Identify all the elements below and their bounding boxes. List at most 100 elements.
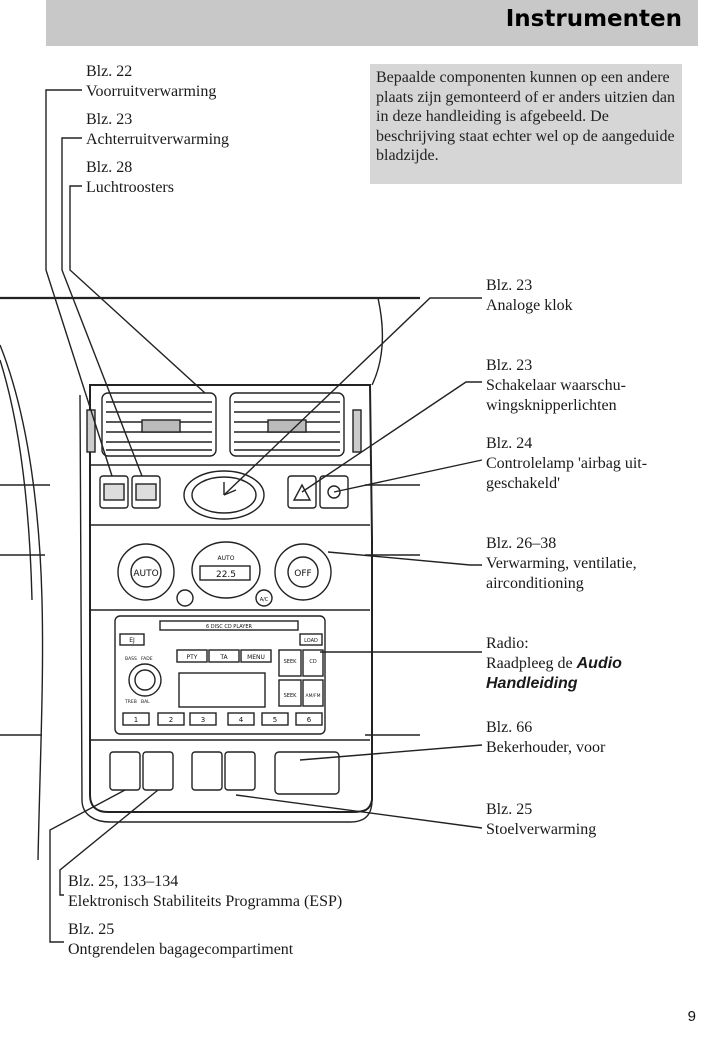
label-esp: Blz. 25, 133–134 Elektronisch Stabilitei… <box>68 872 342 912</box>
label-ref: Blz. 22 <box>86 63 133 80</box>
recirculation-button <box>176 589 194 607</box>
label-ref: Blz. 66 <box>486 719 533 736</box>
radio-button-label: AM/FM <box>306 693 321 699</box>
climate-knob-left-center <box>130 556 162 588</box>
radio-button-label: TREB <box>124 699 137 705</box>
airbag-lamp <box>319 475 349 509</box>
analog-clock <box>183 470 265 520</box>
cup-holder <box>274 751 340 795</box>
climate-display-temp: 22.5 <box>216 570 236 580</box>
label-text: Raadpleeg de <box>486 655 573 672</box>
radio-button-load <box>299 633 323 646</box>
radio-button-label: BASS <box>125 656 137 662</box>
leader-lines <box>45 89 483 943</box>
radio-volume-knob <box>128 663 162 697</box>
label-radio: Radio: Raadpleeg de Audio Handleiding <box>486 634 622 694</box>
radio-button-label: SEEK <box>284 693 297 699</box>
dashboard-outline <box>0 296 420 861</box>
preset-button-1 <box>122 712 150 726</box>
climate-display-window <box>199 565 251 581</box>
climate-knob-right-label: OFF <box>294 569 311 579</box>
label-ref: Blz. 23 <box>86 111 133 128</box>
radio-button-label: LOAD <box>304 638 318 644</box>
radio-button-label: CD <box>309 659 316 665</box>
air-vent-right <box>229 392 345 457</box>
preset-label: 4 <box>239 716 244 724</box>
preset-button-6 <box>295 712 323 726</box>
radio-presets: 1 2 3 4 5 6 <box>122 712 323 726</box>
preset-button-5 <box>261 712 289 726</box>
radio-button-label: SEEK <box>284 659 297 665</box>
label-ref: Blz. 25 <box>486 801 533 818</box>
preset-label: 5 <box>273 716 277 724</box>
label-text: Luchtroosters <box>86 179 174 196</box>
radio-button-cd <box>302 649 324 677</box>
label-ref: Blz. 28 <box>86 159 133 176</box>
clock-hand-minute <box>223 489 237 496</box>
label-text: Ontgrendelen bagagecompartiment <box>68 941 294 958</box>
luggage-release-button <box>109 751 141 791</box>
climate-knob-right-center <box>287 556 319 588</box>
windscreen-heating-button <box>99 475 129 509</box>
radio-unit: 6 DISC CD PLAYER EJ LOAD PTY TA MENU SEE… <box>114 615 326 735</box>
label-emphasis: Audio <box>576 655 622 672</box>
climate-display <box>191 541 261 599</box>
label-text: Elektronisch Stabiliteits Programma (ESP… <box>68 893 343 910</box>
label-text: airconditioning <box>486 575 584 592</box>
radio-button-ta <box>208 649 240 663</box>
rear-window-heating-button <box>131 475 161 509</box>
label-analog-clock: Blz. 23 Analoge klok <box>486 276 573 316</box>
header-bar: Instrumenten <box>46 0 698 46</box>
radio-button-label: EJ <box>129 637 135 644</box>
radio-button-seek-up <box>278 649 302 677</box>
radio-button-label: BAL <box>141 699 150 705</box>
label-cup-holder: Blz. 66 Bekerhouder, voor <box>486 718 605 758</box>
page-number: 9 <box>687 1008 696 1025</box>
label-seat-heating: Blz. 25 Stoelverwarming <box>486 800 596 840</box>
label-rear-window-heating: Blz. 23 Achterruitverwarming <box>86 110 229 150</box>
label-ref: Radio: <box>486 635 529 652</box>
label-ref: Blz. 25, 133–134 <box>68 873 179 890</box>
label-text: Schakelaar waarschu- <box>486 377 626 394</box>
label-text: wingsknipperlichten <box>486 397 617 414</box>
preset-button-3 <box>189 712 217 726</box>
label-ref: Blz. 23 <box>486 277 533 294</box>
label-text: Stoelverwarming <box>486 821 597 838</box>
label-luggage-release: Blz. 25 Ontgrendelen bagagecompartiment <box>68 920 293 960</box>
hazard-switch <box>287 475 317 509</box>
page-title: Instrumenten <box>505 6 682 32</box>
label-airbag-lamp: Blz. 24 Controlelamp 'airbag uit- gescha… <box>486 434 647 494</box>
windscreen-heating-icon <box>103 483 125 501</box>
radio-button-menu <box>240 649 272 663</box>
radio-button-amfm <box>302 679 324 707</box>
radio-button-eject <box>119 633 145 646</box>
label-text: Achterruitverwarming <box>86 131 230 148</box>
hazard-triangle-icon <box>292 483 312 501</box>
radio-button-pty <box>176 649 208 663</box>
seat-heating-right-button <box>224 751 256 791</box>
preset-label: 2 <box>169 716 173 724</box>
radio-button-label: PTY <box>187 654 198 661</box>
label-ref: Blz. 23 <box>486 357 533 374</box>
seat-heating-left-button <box>191 751 223 791</box>
climate-knob-right <box>274 543 332 601</box>
label-text: Voorruitverwarming <box>86 83 217 100</box>
ac-button <box>255 589 273 607</box>
rear-window-heating-icon <box>135 483 157 501</box>
radio-display <box>178 672 266 708</box>
label-ref: Blz. 24 <box>486 435 533 452</box>
ac-button-label: A/C <box>260 597 269 603</box>
label-ref: Blz. 26–38 <box>486 535 557 552</box>
vent-side-slider-left <box>86 409 96 453</box>
label-text: geschakeld' <box>486 475 560 492</box>
climate-knob-left <box>117 543 175 601</box>
radio-volume-knob-center <box>134 669 156 691</box>
vent-side-slider-right <box>352 409 362 453</box>
clock-face <box>191 476 257 514</box>
preset-button-4 <box>227 712 255 726</box>
label-hazard-switch: Blz. 23 Schakelaar waarschu- wingsknippe… <box>486 356 626 416</box>
label-air-vents: Blz. 28 Luchtroosters <box>86 158 174 198</box>
preset-label: 1 <box>134 716 138 724</box>
climate-knob-left-label: AUTO <box>133 569 158 579</box>
